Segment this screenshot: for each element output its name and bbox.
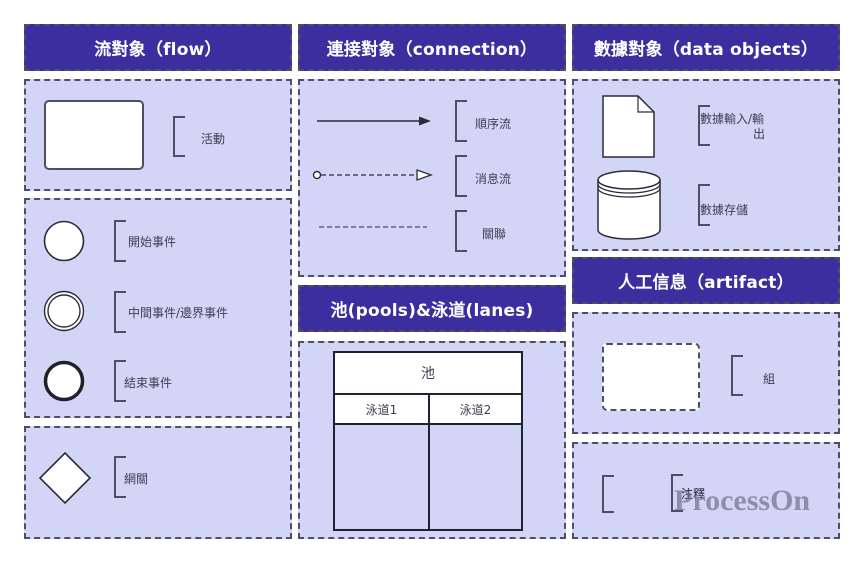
group-shape[interactable] — [602, 343, 700, 411]
artifact-title: 人工信息（artifact） — [618, 273, 794, 293]
activity-bracket — [173, 116, 185, 157]
data-io-label-line1: 數據輸入/輸 — [700, 112, 765, 126]
lane-2[interactable]: 泳道2 — [430, 395, 521, 529]
group-label: 組 — [763, 372, 776, 386]
gateway-panel: 網關 — [24, 426, 292, 539]
pools-panel: 池 泳道1 泳道2 — [298, 341, 566, 539]
processon-watermark: ProcessOn — [674, 484, 811, 517]
association-label: 關聯 — [482, 227, 507, 241]
artifact-header: 人工信息（artifact） — [572, 257, 840, 304]
message-flow-label: 消息流 — [475, 172, 512, 186]
events-panel: 開始事件 中間事件/邊界事件 結束事件 — [24, 198, 292, 418]
association-line-icon[interactable] — [319, 224, 429, 230]
connection-objects-title: 連接對象（connection） — [326, 40, 538, 60]
data-objects-panel: 數據輸入/輸 出 數據存儲 — [572, 79, 840, 251]
sequence-flow-arrow-icon[interactable] — [317, 114, 435, 128]
annotation-sample-bracket[interactable] — [602, 475, 614, 513]
data-io-bracket — [698, 105, 710, 146]
message-flow-bracket — [455, 155, 467, 197]
connection-panel: 順序流 消息流 關聯 — [298, 79, 566, 277]
lane-2-label: 泳道2 — [459, 402, 492, 417]
flow-objects-title: 流對象（flow） — [94, 40, 222, 60]
intermediate-event-bracket — [114, 291, 126, 333]
data-objects-title: 數據對象（data objects） — [593, 40, 819, 60]
end-event-bracket — [114, 360, 126, 402]
flow-objects-header: 流對象（flow） — [24, 24, 292, 71]
annotation-bracket — [671, 474, 683, 512]
lane-2-header: 泳道2 — [430, 395, 521, 425]
message-flow-arrow-icon[interactable] — [311, 168, 435, 182]
pools-lanes-header: 池(pools)&泳道(lanes) — [298, 285, 566, 332]
gateway-diamond-icon[interactable] — [38, 451, 92, 505]
end-event-label: 結束事件 — [124, 376, 173, 390]
data-store-cylinder-icon[interactable] — [596, 170, 662, 242]
pools-lanes-title: 池(pools)&泳道(lanes) — [330, 301, 534, 321]
intermediate-event-icon[interactable] — [43, 290, 85, 332]
start-event-icon[interactable] — [43, 220, 85, 262]
lane-1-label: 泳道1 — [365, 402, 398, 417]
group-bracket — [731, 355, 743, 396]
data-store-bracket — [698, 184, 710, 226]
connection-objects-header: 連接對象（connection） — [298, 24, 566, 71]
annotation-panel: 注釋 ProcessOn — [572, 442, 840, 539]
pool-label: 池 — [421, 366, 435, 382]
data-object-document-icon[interactable] — [602, 95, 656, 159]
lane-1[interactable]: 泳道1 — [335, 395, 430, 529]
activity-panel: 活動 — [24, 79, 292, 191]
gateway-label: 網關 — [124, 472, 149, 486]
intermediate-event-label: 中間事件/邊界事件 — [128, 306, 229, 320]
activity-shape[interactable] — [44, 100, 144, 170]
pool-title-cell: 池 — [335, 353, 521, 395]
association-bracket — [455, 210, 467, 252]
lane-1-header: 泳道1 — [335, 395, 428, 425]
pool-shape[interactable]: 池 泳道1 泳道2 — [333, 351, 523, 531]
data-store-label: 數據存儲 — [700, 203, 749, 217]
start-event-label: 開始事件 — [128, 235, 177, 249]
gateway-bracket — [114, 456, 126, 498]
sequence-flow-label: 順序流 — [475, 117, 512, 131]
annotation-label: 注釋 — [681, 487, 706, 501]
group-panel: 組 — [572, 312, 840, 434]
data-io-label-line2: 出 — [753, 127, 766, 141]
start-event-bracket — [114, 220, 126, 262]
activity-label: 活動 — [201, 132, 226, 146]
end-event-icon[interactable] — [43, 360, 85, 402]
data-objects-header: 數據對象（data objects） — [572, 24, 840, 71]
sequence-flow-bracket — [455, 100, 467, 142]
